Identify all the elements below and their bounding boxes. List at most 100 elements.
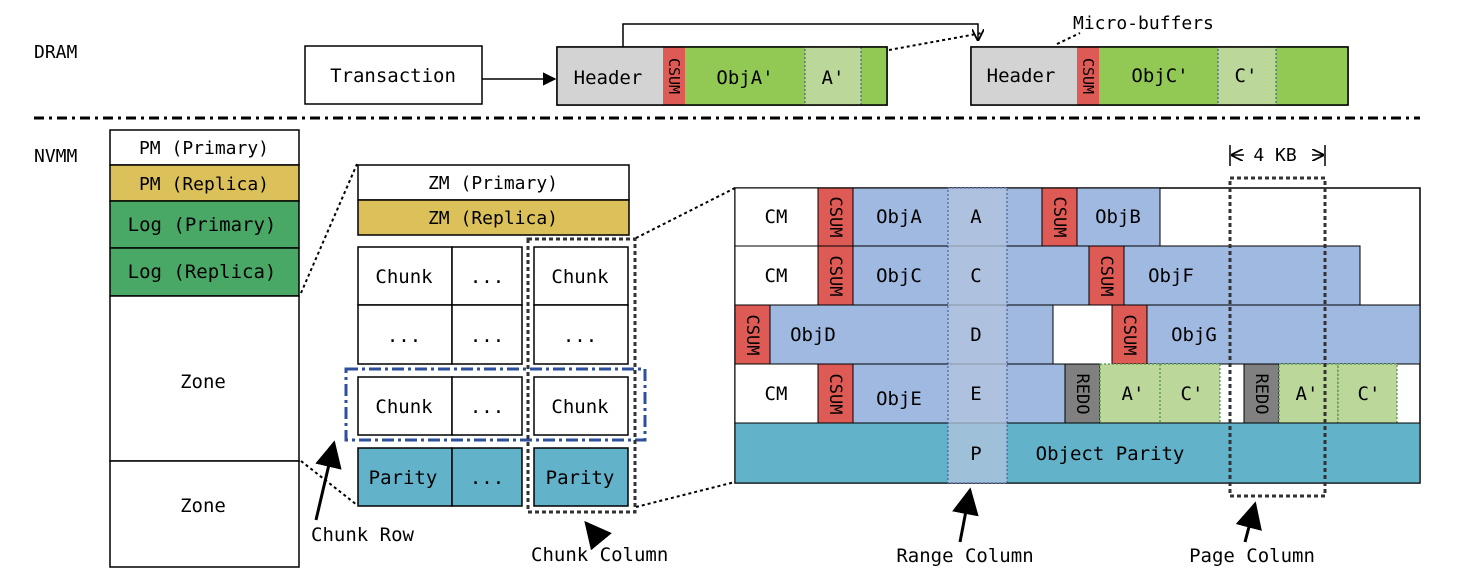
chunk-r1c3 [533, 246, 629, 306]
r1-cm-text: CM [765, 206, 788, 228]
r2-csum-1-text: CSUM [825, 256, 845, 297]
nvmm-label: NVMM [34, 146, 78, 167]
transaction-label: Transaction [330, 65, 456, 87]
r3-csum-1-text: CSUM [742, 315, 762, 356]
buffer1-csum [663, 47, 685, 105]
buffer2-csum [1077, 47, 1099, 105]
chunk-column-arrow [584, 520, 612, 551]
buffer1-delta [804, 46, 862, 106]
zm-replica-text: ZM (Replica) [428, 208, 558, 229]
chunk-zoom-leader-top [635, 187, 736, 239]
chunk-r3c1-text: Chunk [375, 396, 433, 418]
parity-c2 [451, 447, 523, 507]
buffer1-header-text: Header [574, 67, 643, 89]
log-replica-text: Log (Replica) [128, 261, 277, 283]
parity-c1 [357, 447, 453, 507]
chunk-r2c3 [533, 304, 629, 365]
chunk-r1c1-text: Chunk [375, 266, 433, 288]
r4-delta-2-text: C' [1181, 383, 1204, 405]
r1-csum-1-text: CSUM [825, 197, 845, 238]
chunk-r2c1-text: ... [387, 325, 421, 347]
r2-csum-1 [817, 245, 854, 306]
micro-buffer-1: Header CSUM ObjA' A' [556, 46, 888, 106]
buffer2-obj-text: ObjC' [1131, 65, 1188, 87]
chunk-r1c2-text: ... [470, 266, 504, 288]
r2-cm-text: CM [765, 265, 788, 287]
zm-replica-box [357, 199, 630, 236]
buffer2-header-text: Header [987, 65, 1056, 87]
chunk-r3c2 [451, 376, 523, 436]
zone-detail: ZM (Primary) ZM (Replica) Chunk ... Chun… [344, 164, 647, 514]
chunk-row-arrow [314, 440, 342, 521]
chunk-r2c2 [451, 304, 523, 365]
parity-c2-text: ... [470, 467, 504, 489]
chunk-r3c1 [357, 376, 453, 436]
chunk-r1c1 [357, 246, 453, 306]
r4-delta-1-text: A' [1122, 383, 1145, 405]
r2-obj1-text: ObjC [876, 265, 922, 287]
range-column [947, 187, 1008, 484]
chunk-r2c2-text: ... [470, 325, 504, 347]
range-a-text: A [970, 206, 982, 228]
zm-primary-text: ZM (Primary) [428, 173, 558, 194]
r1-cm [734, 187, 819, 247]
micro-buffers-label: Micro-buffers [1073, 13, 1214, 34]
r4-redo-1-text: REDO [1072, 374, 1092, 415]
nvmm-layout-column: PM (Primary) PM (Replica) Log (Primary) … [109, 129, 300, 568]
range-column-arrow [952, 487, 979, 543]
page-column-highlight [1228, 176, 1327, 498]
chunk-detail: CM CSUM ObjA CSUM ObjB CM CSUM ObjC CSUM… [734, 176, 1421, 498]
r3-obj2 [1146, 304, 1421, 365]
parity-c3 [533, 447, 629, 507]
r4-obj1-text: ObjE [876, 388, 922, 410]
chunk-r1c3-text: Chunk [551, 266, 609, 288]
buffer2-csum-text: CSUM [1079, 58, 1097, 94]
header-link-arrow [622, 23, 978, 47]
chunk-row-highlight [344, 367, 647, 442]
range-p-text: P [970, 443, 981, 465]
zone-1-box [109, 295, 300, 462]
r1-csum-2 [1041, 187, 1078, 247]
chunk-column-highlight [526, 237, 637, 514]
page-size-dimension [1229, 145, 1326, 166]
chunk-r3c3-text: Chunk [551, 396, 609, 418]
range-c-text: C [970, 265, 981, 287]
r1-csum-2-text: CSUM [1049, 197, 1069, 238]
page-size-label: 4 KB [1253, 145, 1296, 166]
parity-c3-text: Parity [546, 467, 615, 489]
r4-delta-2 [1159, 363, 1221, 424]
buffer1-delta-text: A' [822, 67, 845, 89]
r2-obj2 [1123, 245, 1361, 306]
r4-redo-1 [1064, 363, 1101, 424]
pm-replica-text: PM (Replica) [139, 174, 269, 195]
r1-obj2-text: ObjB [1095, 206, 1141, 228]
buffer2-delta-text: C' [1235, 65, 1258, 87]
log-replica-box [109, 247, 300, 297]
r4-delta-4 [1337, 363, 1398, 424]
pm-primary-text: PM (Primary) [139, 138, 269, 159]
chunk-r3c2-text: ... [470, 396, 504, 418]
chunk-column-label: Chunk Column [531, 544, 668, 566]
r1-obj2 [1076, 187, 1161, 247]
r2-csum-2-text: CSUM [1096, 256, 1116, 297]
range-column-label: Range Column [896, 545, 1033, 567]
chunk-row-label: Chunk Row [311, 524, 415, 546]
page-column-arrow [1235, 501, 1262, 543]
chunk-r1c2 [451, 246, 523, 306]
r4-delta-3-text: A' [1296, 383, 1319, 405]
page-column-label: Page Column [1189, 545, 1315, 567]
r4-delta-3 [1278, 363, 1339, 424]
buffer1-header [557, 47, 663, 105]
transaction-box [304, 45, 483, 105]
range-e-text: E [970, 383, 981, 405]
r4-cm-text: CM [765, 383, 788, 405]
chunk-r3c3 [533, 376, 629, 436]
zone-1-text: Zone [180, 371, 226, 393]
r2-obj2-text: ObjF [1148, 265, 1194, 287]
micro-buffer-2: Header CSUM ObjC' C' [970, 46, 1349, 106]
r1-obj1-text: ObjA [876, 206, 922, 228]
chunk-r2c1 [357, 304, 453, 365]
dram-label: DRAM [34, 42, 78, 63]
r3-obj2-text: ObjG [1171, 324, 1217, 346]
